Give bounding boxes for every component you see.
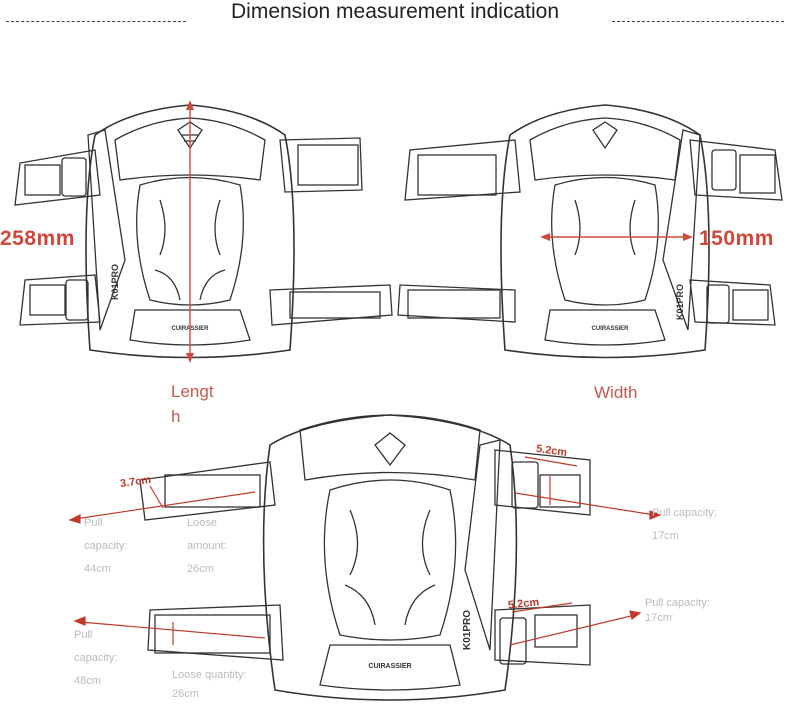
text-line: amount: (187, 540, 227, 552)
brand-label-2: CUIRASSIER (591, 326, 629, 332)
text-line: Loose quantity: (172, 669, 247, 681)
page-title: Dimension measurement indication (231, 0, 559, 23)
width-caption: Width (594, 383, 638, 402)
text-line: 26cm (187, 563, 214, 575)
width-dimension: 150mm (699, 227, 774, 250)
loose-quantity-bottom-left: Loose quantity: 26cm (172, 666, 247, 704)
text-line: 17cm (652, 530, 679, 542)
text-line: capacity: (84, 540, 128, 552)
pull-capacity-bottom-right: Pull capacity: 17cm (645, 596, 710, 626)
text-line: 26cm (172, 688, 199, 700)
title-dash-left (6, 21, 186, 22)
model-label-3: K01PRO (462, 610, 473, 650)
pull-arrow-top-right (514, 492, 656, 516)
length-caption-line2: h (171, 407, 181, 426)
pull-arrow-bottom-right (509, 614, 636, 646)
model-label-2: K01PRO (675, 284, 685, 320)
text-line: Pull capacity: (652, 507, 717, 519)
pull-arrow-top-left (74, 491, 256, 520)
pull-capacity-top-left: Pull capacity: 44cm (84, 512, 127, 581)
text-line: Loose (187, 517, 217, 529)
text-line: 48cm (74, 675, 101, 687)
brand-label-3: CUIRASSIER (368, 663, 411, 670)
pull-capacity-bottom-left: Pull capacity: 48cm (74, 624, 117, 693)
title-dash-right (612, 21, 784, 22)
length-caption-line1: Lengt (171, 382, 214, 401)
text-line: Pull (74, 629, 93, 641)
length-dimension: 258mm (0, 227, 75, 250)
text-line: Pull (84, 517, 103, 529)
pull-capacity-top-right: Pull capacity: 17cm (652, 502, 717, 548)
text-line: 44cm (84, 563, 111, 575)
text-line: Pull capacity: (645, 597, 710, 609)
text-line: capacity: (74, 652, 118, 664)
text-line: 17cm (645, 612, 672, 624)
model-label-1: K01PRO (110, 264, 120, 300)
loose-amount-top-left: Loose amount: 26cm (187, 512, 227, 581)
